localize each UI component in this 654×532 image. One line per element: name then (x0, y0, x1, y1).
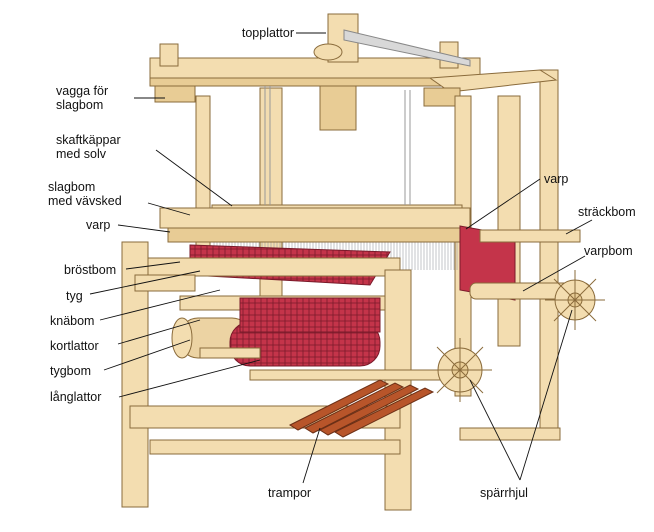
label-varpbom: varpbom (584, 244, 633, 258)
topplattor-wheel (313, 43, 343, 61)
bottom-crossbar (149, 439, 401, 455)
top-beam-side (149, 77, 481, 87)
label-kortlattor: kortlattor (50, 339, 99, 353)
side-rail-left (134, 274, 196, 292)
top-left-post (159, 43, 179, 67)
label-skaftkappar-med-solv: skaftkäppar med solv (56, 133, 121, 161)
back-post-right (497, 95, 521, 347)
beater-reed (167, 227, 465, 243)
label-brostbom: bröstbom (64, 263, 117, 277)
langlattor (249, 369, 471, 381)
label-varp-left: varp (86, 218, 111, 232)
tygbom-end (171, 317, 193, 359)
top-cross (428, 69, 558, 93)
cradle (154, 85, 196, 103)
kortlattor (199, 347, 261, 359)
label-trampor: trampor (268, 486, 312, 500)
ratchet-wheel-back (545, 270, 605, 330)
topplattor-block (319, 85, 357, 131)
right-bottom-rail (459, 427, 561, 441)
label-topplattor: topplattor (241, 26, 294, 40)
back-post-left (259, 87, 283, 321)
label-vagga-for-slagbom: vagga för slagbom (56, 84, 109, 112)
label-tyg: tyg (66, 289, 83, 303)
top-beam (149, 57, 481, 79)
label-langlattor: långlattor (50, 390, 102, 404)
leader-lines (89, 32, 593, 484)
strackbom-beam (479, 229, 581, 243)
label-slagbom-med-vavsked: slagbom med vävsked (48, 180, 122, 208)
ratchet-wheel-front (428, 338, 492, 402)
label-knabom: knäbom (50, 314, 95, 328)
topplattor-strings (343, 29, 471, 67)
fabric-hanging (239, 297, 381, 333)
label-sparrhjul: spärrhjul (480, 486, 528, 500)
treadles (288, 379, 435, 438)
label-strackbom: sträckbom (578, 205, 636, 219)
breast-beam (129, 257, 401, 277)
label-tygbom: tygbom (50, 364, 91, 378)
beater-bar (159, 207, 471, 229)
label-varp-right: varp (544, 172, 569, 186)
